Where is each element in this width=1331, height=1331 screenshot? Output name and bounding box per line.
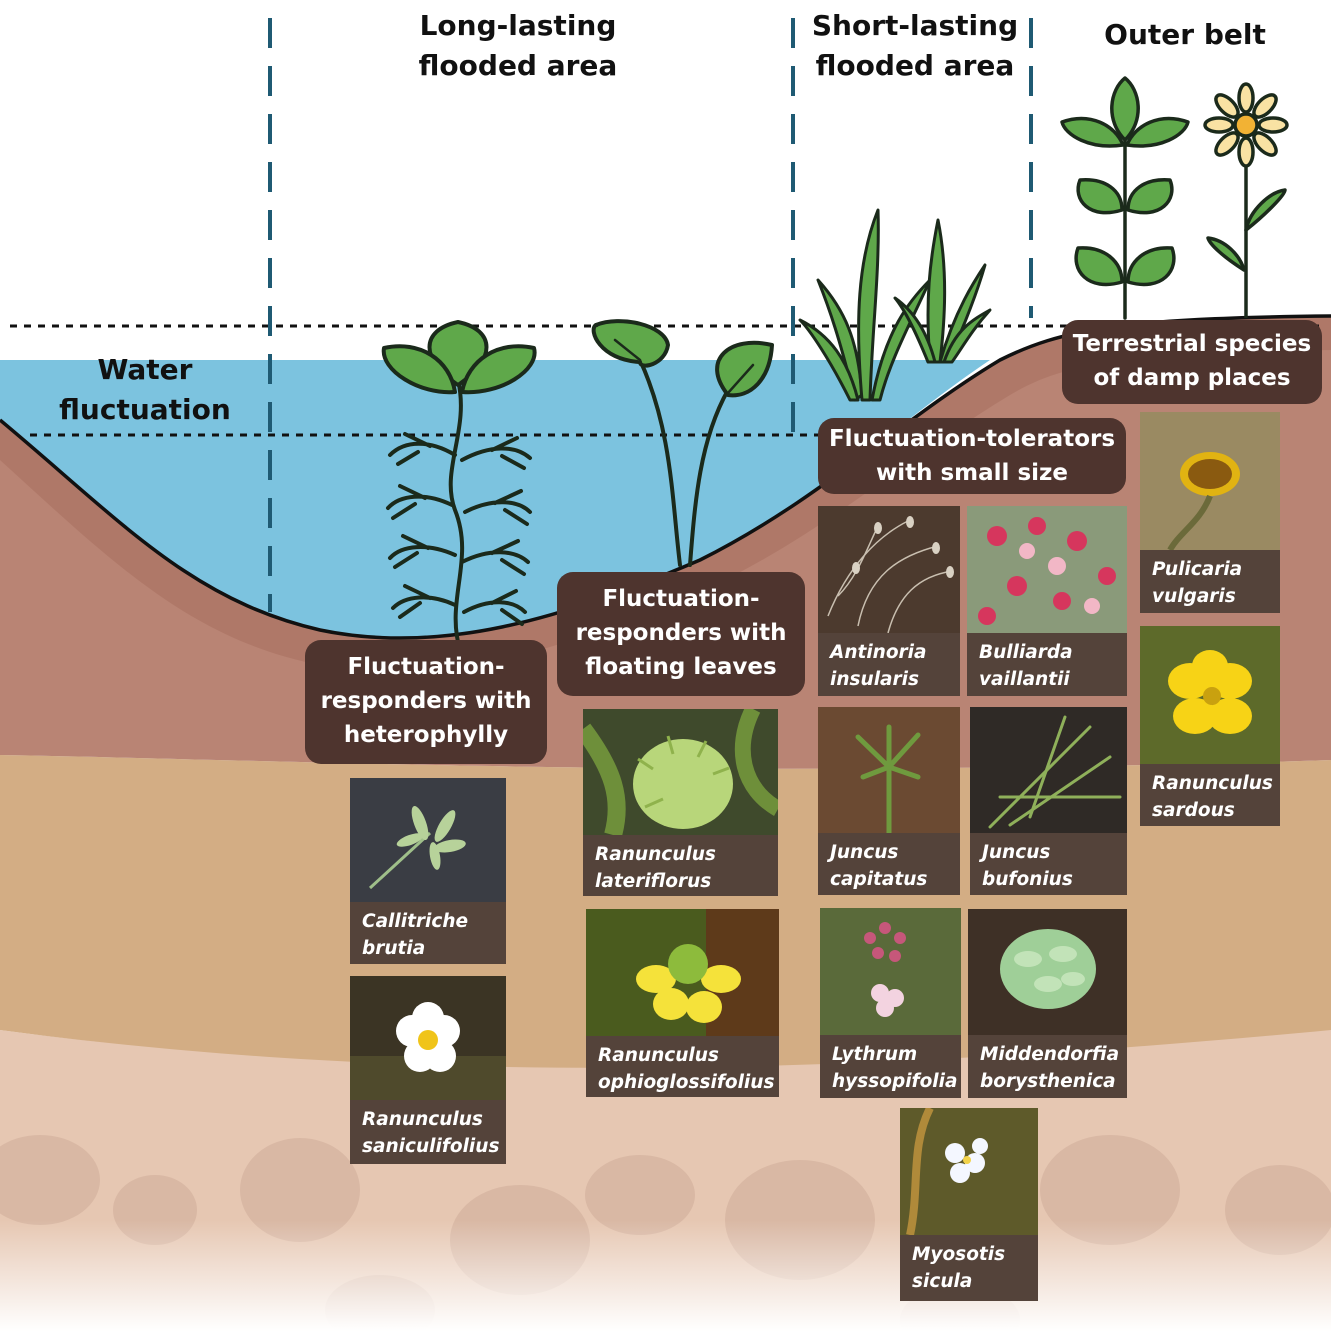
species-card-ranunculus-lateriflorus: Ranunculus lateriflorus (583, 709, 778, 896)
caption-juncus-capitatus: Juncus capitatus (818, 833, 960, 895)
photo-bulliarda (967, 506, 1127, 633)
photo-ranunculus-ophioglossifolius (586, 909, 779, 1036)
photo-antinoria (818, 506, 960, 633)
group-label-floating-leaves: Fluctuation- responders with floating le… (557, 572, 805, 696)
species-card-ranunculus-saniculifolius: Ranunculus saniculifolius (350, 976, 506, 1164)
caption-myosotis: Myosotis sicula (900, 1235, 1038, 1301)
water-fluctuation-label: Water fluctuation (50, 350, 240, 430)
caption-callitriche: Callitriche brutia (350, 902, 506, 964)
photo-callitriche (350, 778, 506, 902)
species-card-antinoria: Antinoria insularis (818, 506, 960, 696)
caption-ranunculus-sardous: Ranunculus sardous (1140, 764, 1280, 826)
species-card-juncus-capitatus: Juncus capitatus (818, 707, 960, 895)
species-card-ranunculus-sardous: Ranunculus sardous (1140, 626, 1280, 826)
photo-ranunculus-sardous (1140, 626, 1280, 764)
photo-ranunculus-lateriflorus (583, 709, 778, 835)
species-card-juncus-bufonius: Juncus bufonius (970, 707, 1127, 895)
photo-myosotis (900, 1108, 1038, 1235)
caption-juncus-bufonius: Juncus bufonius (970, 833, 1127, 895)
species-card-middendorfia: Middendorfia borysthenica (968, 909, 1127, 1098)
group-label-tolerators: Fluctuation-tolerators with small size (818, 418, 1126, 494)
species-card-callitriche: Callitriche brutia (350, 778, 506, 964)
photo-pulicaria (1140, 412, 1280, 550)
caption-pulicaria: Pulicaria vulgaris (1140, 550, 1280, 613)
caption-antinoria: Antinoria insularis (818, 633, 960, 696)
photo-middendorfia (968, 909, 1127, 1035)
zone-title-short-lasting: Short-lasting flooded area (800, 6, 1030, 86)
zone-title-outer-belt: Outer belt (1070, 15, 1300, 55)
caption-middendorfia: Middendorfia borysthenica (968, 1035, 1127, 1098)
caption-ranunculus-ophioglossifolius: Ranunculus ophioglossifolius (586, 1036, 779, 1097)
photo-juncus-capitatus (818, 707, 960, 833)
species-card-ranunculus-ophioglossifolius: Ranunculus ophioglossifolius (586, 909, 779, 1097)
terrestrial-plant-illustration (1062, 78, 1188, 318)
caption-lythrum: Lythrum hyssopifolia (820, 1035, 961, 1098)
species-card-pulicaria: Pulicaria vulgaris (1140, 412, 1280, 613)
photo-ranunculus-saniculifolius (350, 976, 506, 1100)
caption-bulliarda: Bulliarda vaillantii (967, 633, 1127, 696)
caption-ranunculus-saniculifolius: Ranunculus saniculifolius (350, 1100, 506, 1164)
bottom-fade (0, 1220, 1331, 1331)
zone-title-long-lasting: Long-lasting flooded area (398, 6, 638, 86)
species-card-myosotis: Myosotis sicula (900, 1108, 1038, 1301)
photo-lythrum (820, 908, 961, 1035)
species-card-lythrum: Lythrum hyssopifolia (820, 908, 961, 1098)
species-card-bulliarda: Bulliarda vaillantii (967, 506, 1127, 696)
group-label-heterophylly: Fluctuation- responders with heterophyll… (305, 640, 547, 764)
daisy-plant-illustration (1205, 84, 1287, 318)
caption-ranunculus-lateriflorus: Ranunculus lateriflorus (583, 835, 778, 896)
group-label-terrestrial: Terrestrial species of damp places (1062, 320, 1322, 404)
photo-juncus-bufonius (970, 707, 1127, 833)
